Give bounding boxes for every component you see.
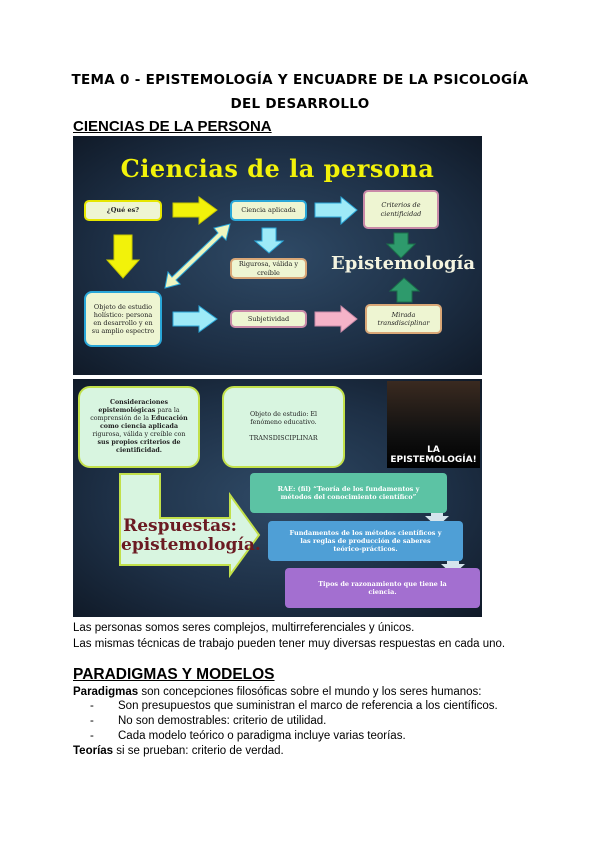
epistemologia-label: Epistemología bbox=[331, 253, 476, 274]
box-que-es: ¿Qué es? bbox=[84, 200, 162, 221]
arrow-down-green bbox=[385, 232, 417, 259]
slide1-title: Ciencias de la persona bbox=[120, 154, 435, 183]
slide-respuestas: Consideraciones epistemológicas para la … bbox=[73, 379, 482, 617]
doc-title-line1: TEMA 0 - EPISTEMOLOGÍA Y ENCUADRE DE LA … bbox=[71, 72, 529, 88]
box-fundamentos: Fundamentos de los métodos científicos y… bbox=[268, 521, 463, 561]
teorias-definition: Teorías si se prueban: criterio de verda… bbox=[73, 745, 284, 757]
arrow-up-green bbox=[388, 277, 421, 303]
paradigmas-definition: Paradigmas son concepciones filosóficas … bbox=[73, 686, 482, 698]
box-rigurosa: Rigurosa, válida y creíble bbox=[230, 258, 307, 279]
box-subjetividad: Subjetividad bbox=[230, 310, 307, 328]
body-paragraph-1: Las personas somos seres complejos, mult… bbox=[73, 622, 415, 634]
body-paragraph-2: Las mismas técnicas de trabajo pueden te… bbox=[73, 638, 506, 650]
box-mirada: Mirada transdisciplinar bbox=[365, 304, 442, 334]
section-heading-paradigmas: PARADIGMAS Y MODELOS bbox=[73, 666, 275, 683]
arrow-right-cyan bbox=[314, 195, 358, 226]
box-ciencia-aplicada: Ciencia aplicada bbox=[230, 200, 307, 221]
big-bent-arrow bbox=[119, 473, 261, 579]
double-arrow-diagonal bbox=[164, 223, 231, 289]
bullet-item: -Son presupuestos que suministran el mar… bbox=[90, 700, 498, 712]
arrow-right-yellow bbox=[172, 196, 218, 226]
slide-ciencias-persona: Ciencias de la persona ¿Qué es? Ciencia … bbox=[73, 136, 482, 375]
box-consideraciones: Consideraciones epistemológicas para la … bbox=[78, 386, 200, 468]
arrow-right-pink bbox=[314, 304, 358, 334]
box-tipos-razonamiento: Tipos de razonamiento que tiene la cienc… bbox=[285, 568, 480, 608]
arrow-down-cyan bbox=[253, 227, 285, 254]
arrows-diagram bbox=[105, 195, 421, 334]
photo-caption: LA EPISTEMOLOGÍA! bbox=[390, 445, 477, 465]
box-objeto-estudio: Objeto de estudio holístico: persona en … bbox=[84, 291, 162, 347]
box-rae: RAE: (fil) “Teoría de los fundamentos y … bbox=[250, 473, 447, 513]
arrow-right-cyan-2 bbox=[172, 305, 218, 333]
arrow-down-yellow bbox=[105, 234, 141, 279]
meme-photo: LA EPISTEMOLOGÍA! bbox=[387, 381, 480, 468]
bullet-item: -Cada modelo teórico o paradigma incluye… bbox=[90, 730, 406, 742]
doc-title-line2: DEL DESARROLLO bbox=[230, 96, 370, 112]
box-objeto-educativo: Objeto de estudio: El fenómeno educativo… bbox=[222, 386, 345, 468]
box-criterios: Criterios de cientificidad bbox=[363, 190, 439, 229]
section-heading-ciencias: CIENCIAS DE LA PERSONA bbox=[73, 118, 272, 135]
respuestas-label: Respuestas: epistemología. bbox=[121, 516, 261, 555]
bullet-item: -No son demostrables: criterio de utilid… bbox=[90, 715, 327, 727]
